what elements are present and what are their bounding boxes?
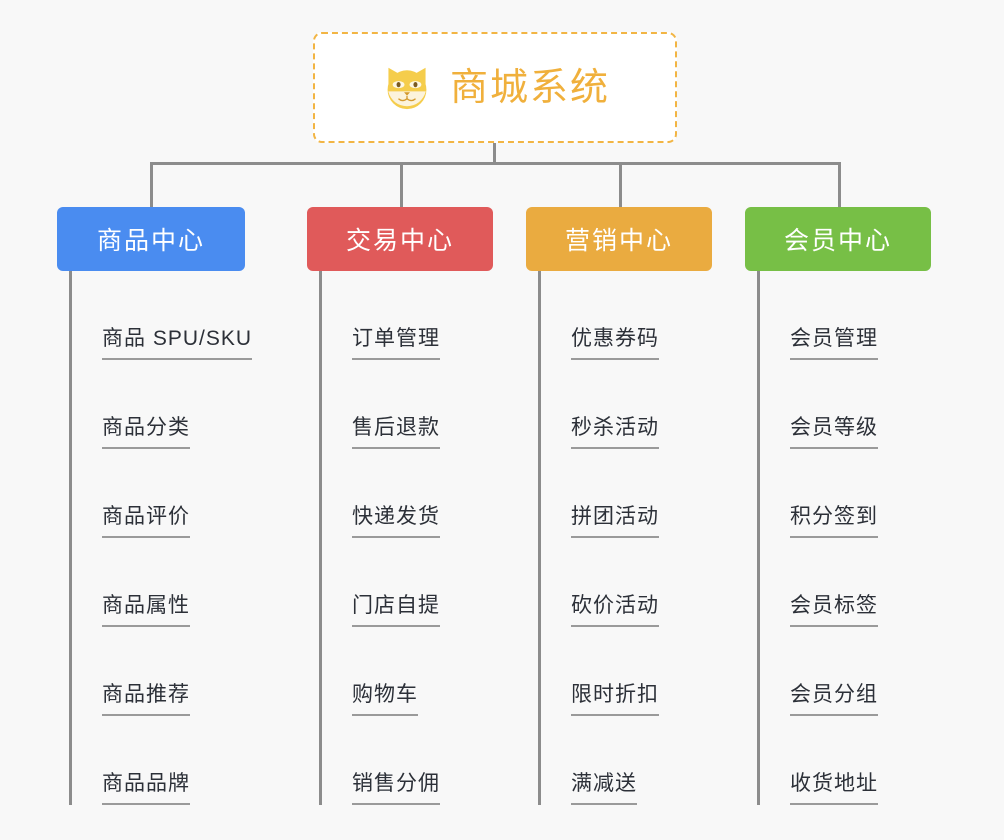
leaf-label: 快递发货 [352,506,440,538]
leaf-item[interactable]: 门店自提 [322,538,493,627]
leaf-list-3: 优惠券码 秒杀活动 拼团活动 砍价活动 限时折扣 满减送 [538,271,712,805]
leaf-label: 优惠券码 [571,328,659,360]
leaf-item[interactable]: 秒杀活动 [541,360,712,449]
category-label-3: 营销中心 [564,227,673,255]
category-box-4[interactable]: 会员中心 [745,207,931,271]
connector-drop-3 [619,162,622,207]
leaf-item[interactable]: 快递发货 [322,449,493,538]
category-label-1: 商品中心 [96,227,205,255]
leaf-item[interactable]: 售后退款 [322,360,493,449]
category-label-4: 会员中心 [783,227,892,255]
leaf-item[interactable]: 商品属性 [72,538,245,627]
leaf-label: 会员管理 [790,328,878,360]
leaf-item[interactable]: 商品推荐 [72,627,245,716]
branch-column-3: 营销中心 优惠券码 秒杀活动 拼团活动 砍价活动 限时折扣 满减送 [526,207,712,805]
leaf-item[interactable]: 商品分类 [72,360,245,449]
connector-drop-1 [150,162,153,207]
leaf-label: 满减送 [571,773,637,805]
connector-horizontal-bus [150,162,840,165]
root-connector-vertical [493,143,496,165]
leaf-label: 商品品牌 [102,773,190,805]
leaf-label: 砍价活动 [571,595,659,627]
leaf-item[interactable]: 会员标签 [760,538,931,627]
shiba-inu-icon [380,61,434,115]
branch-column-1: 商品中心 商品 SPU/SKU 商品分类 商品评价 商品属性 商品推荐 商品品牌 [57,207,253,805]
leaf-item[interactable]: 砍价活动 [541,538,712,627]
root-title: 商城系统 [449,66,610,109]
leaf-label: 售后退款 [352,417,440,449]
leaf-item[interactable]: 商品评价 [72,449,245,538]
leaf-list-4: 会员管理 会员等级 积分签到 会员标签 会员分组 收货地址 [757,271,931,805]
leaf-item[interactable]: 限时折扣 [541,627,712,716]
leaf-label: 商品评价 [102,506,190,538]
leaf-label: 会员分组 [790,684,878,716]
leaf-item[interactable]: 收货地址 [760,716,931,805]
leaf-list-1: 商品 SPU/SKU 商品分类 商品评价 商品属性 商品推荐 商品品牌 [69,271,253,805]
leaf-label: 拼团活动 [571,506,659,538]
root-node[interactable]: 商城系统 [313,32,677,143]
leaf-label: 收货地址 [790,773,878,805]
leaf-label: 订单管理 [352,328,440,360]
leaf-item[interactable]: 购物车 [322,627,493,716]
leaf-item[interactable]: 商品 SPU/SKU [72,271,253,360]
leaf-label: 积分签到 [790,506,878,538]
leaf-item[interactable]: 满减送 [541,716,712,805]
category-box-2[interactable]: 交易中心 [307,207,493,271]
leaf-label: 限时折扣 [571,684,659,716]
leaf-label: 商品属性 [102,595,190,627]
leaf-label: 购物车 [352,684,418,716]
leaf-label: 商品分类 [102,417,190,449]
leaf-item[interactable]: 销售分佣 [322,716,493,805]
leaf-item[interactable]: 会员分组 [760,627,931,716]
category-label-2: 交易中心 [345,227,454,255]
category-box-1[interactable]: 商品中心 [57,207,245,271]
leaf-list-2: 订单管理 售后退款 快递发货 门店自提 购物车 销售分佣 [319,271,493,805]
leaf-item[interactable]: 商品品牌 [72,716,245,805]
leaf-label: 会员标签 [790,595,878,627]
leaf-item[interactable]: 会员等级 [760,360,931,449]
leaf-label: 商品 SPU/SKU [102,328,253,360]
leaf-label: 会员等级 [790,417,878,449]
leaf-item[interactable]: 优惠券码 [541,271,712,360]
leaf-label: 商品推荐 [102,684,190,716]
leaf-label: 销售分佣 [352,773,440,805]
leaf-label: 门店自提 [352,595,440,627]
category-box-3[interactable]: 营销中心 [526,207,712,271]
connector-drop-2 [400,162,403,207]
branch-column-4: 会员中心 会员管理 会员等级 积分签到 会员标签 会员分组 收货地址 [745,207,931,805]
leaf-item[interactable]: 积分签到 [760,449,931,538]
leaf-item[interactable]: 会员管理 [760,271,931,360]
connector-drop-4 [838,162,841,207]
leaf-item[interactable]: 拼团活动 [541,449,712,538]
branch-column-2: 交易中心 订单管理 售后退款 快递发货 门店自提 购物车 销售分佣 [307,207,493,805]
leaf-item[interactable]: 订单管理 [322,271,493,360]
leaf-label: 秒杀活动 [571,417,659,449]
